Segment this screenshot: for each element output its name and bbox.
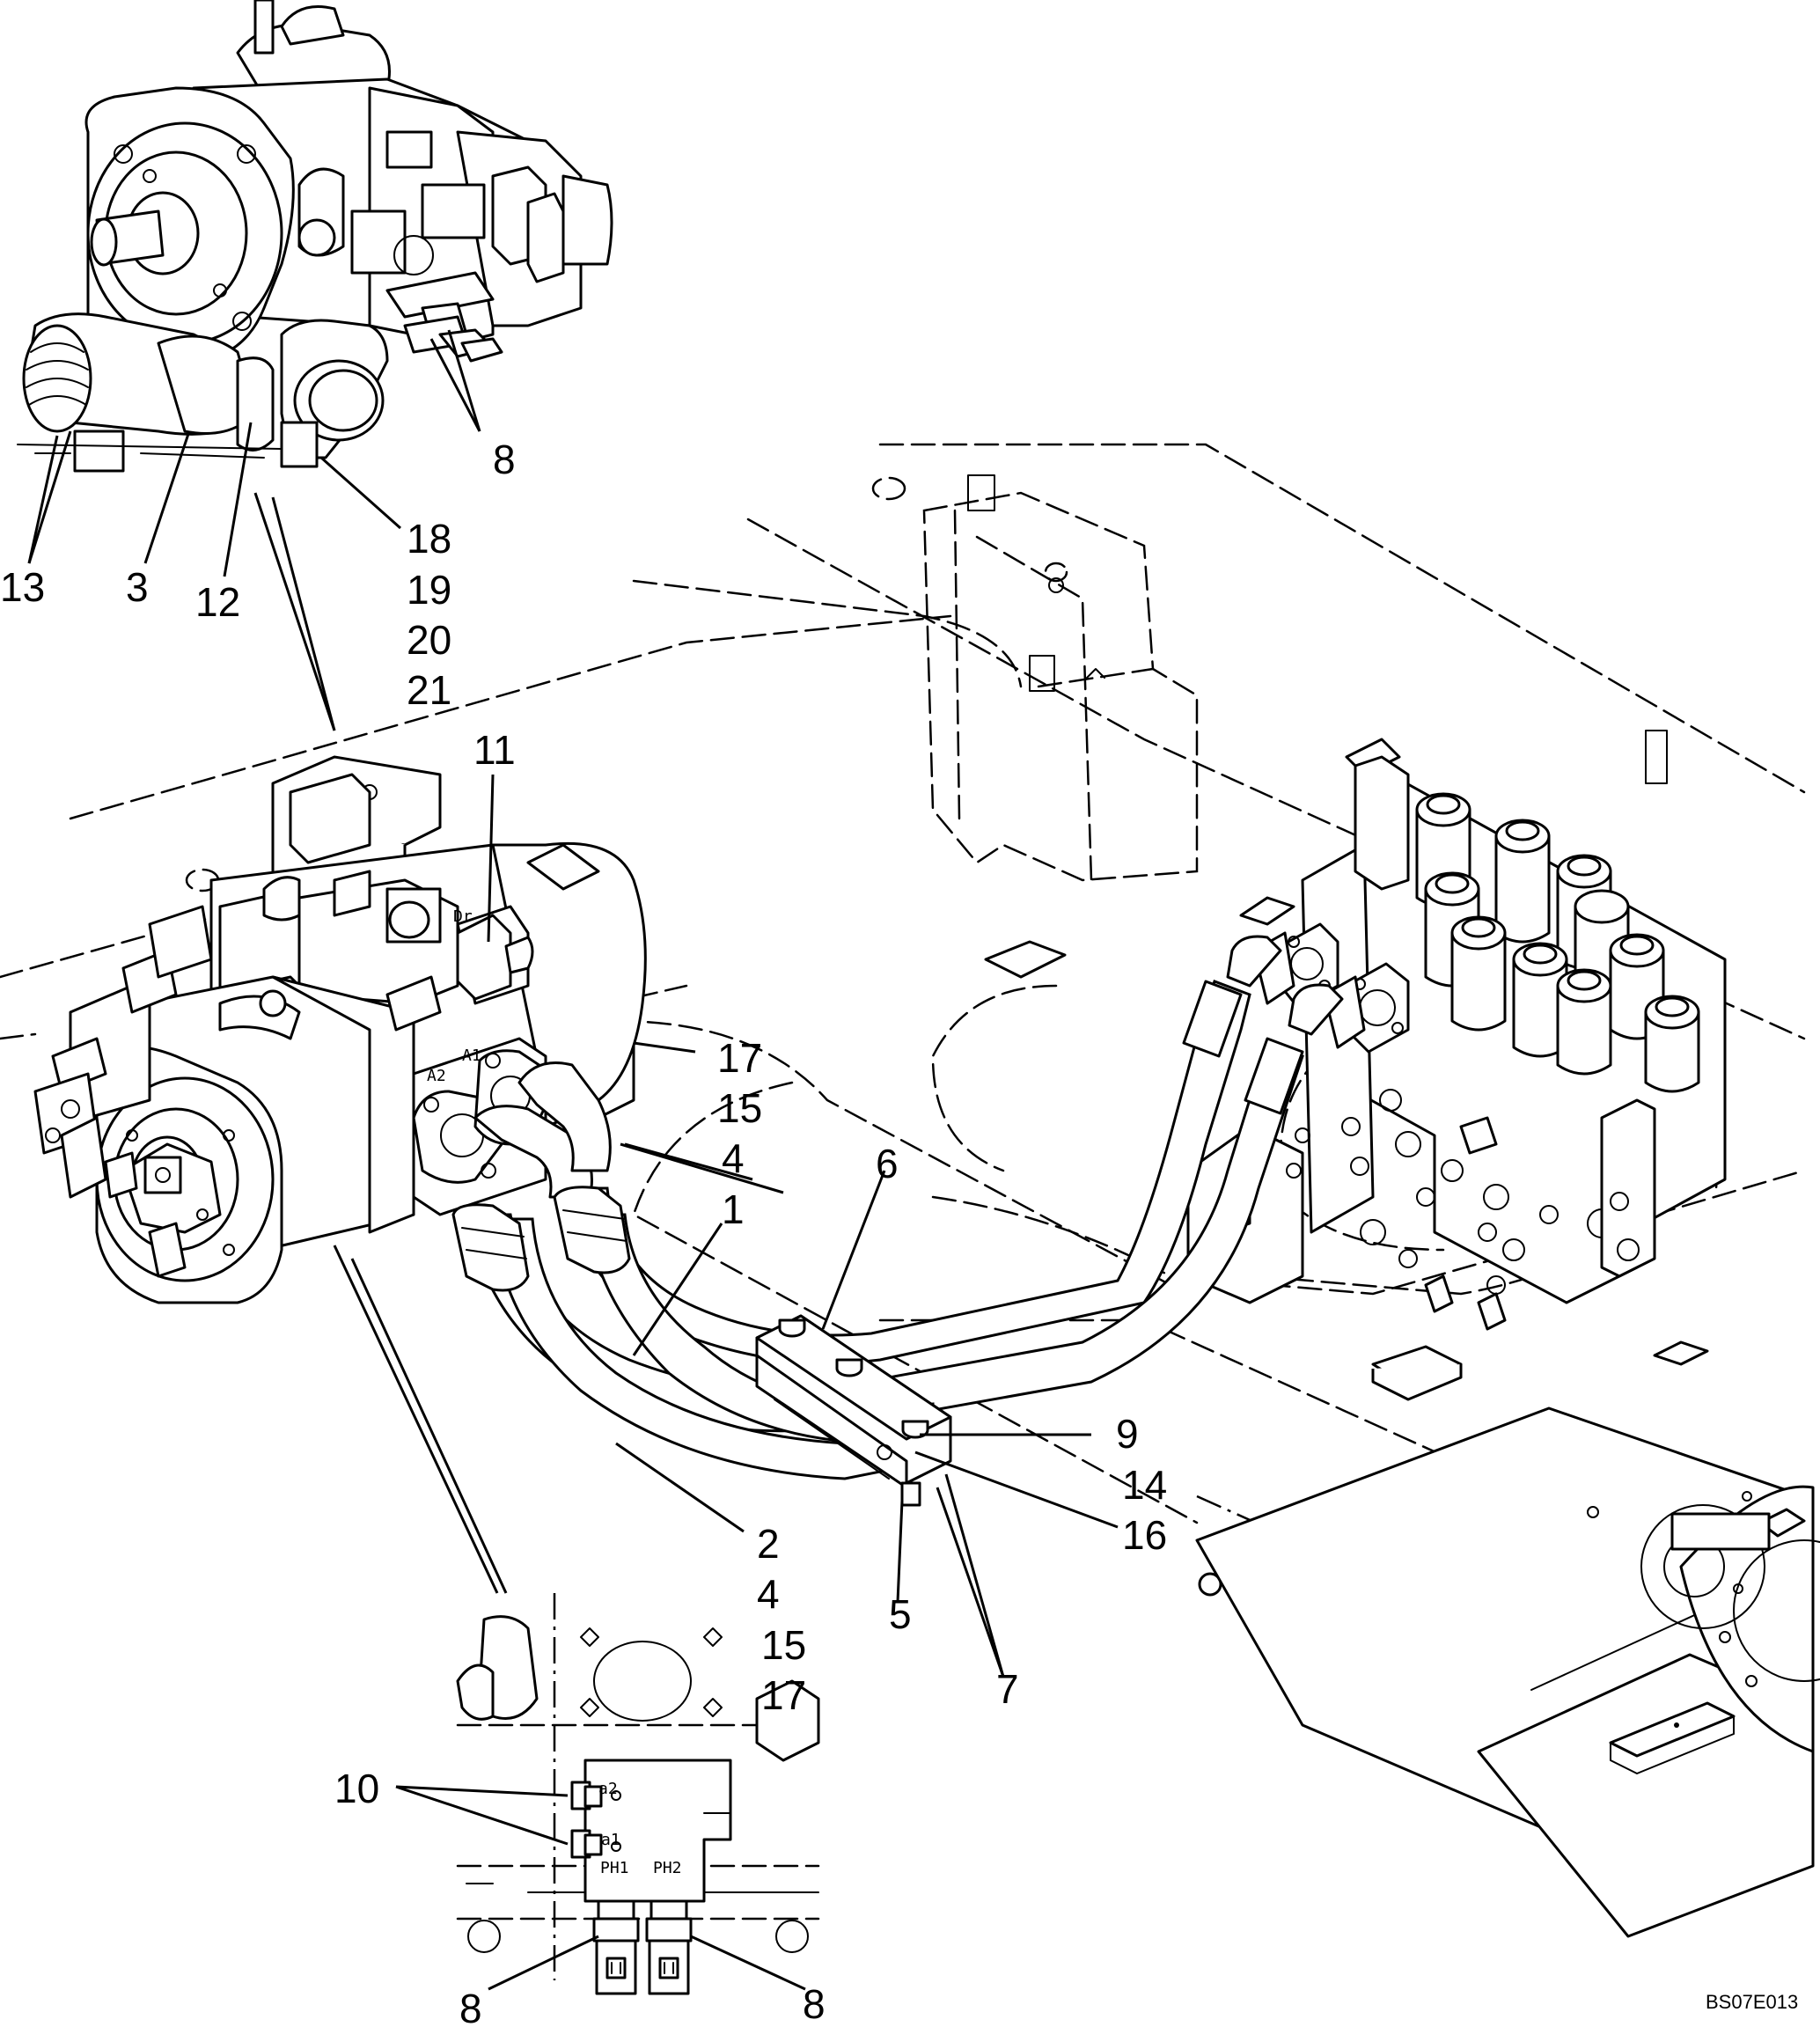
valve-face-ports [1286,1089,1620,1295]
callout-3: 3 [126,564,149,610]
callout-21: 21 [407,667,451,713]
spool-caps [1415,792,1700,1093]
callout-17-mid: 17 [717,1035,762,1081]
inset-port-detail [456,1593,820,1995]
port-label-dr: Dr [453,907,473,926]
callout-20: 20 [407,617,451,663]
callout-4-low: 4 [757,1571,780,1617]
pump-outlet-tubes [451,1061,631,1292]
callout-4-mid: 4 [722,1135,745,1181]
callout-7: 7 [996,1666,1019,1712]
callout-8-right: 8 [803,1981,826,2027]
control-valve [1186,738,1727,1331]
callout-15-low: 15 [761,1622,806,1668]
callout-14: 14 [1122,1462,1167,1508]
drawing-reference-code: BS07E013 [1706,1991,1798,2013]
hose-ferrules-valve [1182,935,1344,1115]
callout-9: 9 [1116,1411,1139,1457]
leader-lines [27,329,1119,1991]
callout-10: 10 [334,1766,379,1811]
main-pump-assembly [33,755,647,1304]
callout-6: 6 [876,1141,899,1186]
callout-2: 2 [757,1521,780,1567]
callout-16: 16 [1122,1512,1167,1558]
port-label-ph2: PH2 [653,1859,682,1877]
frame-bracket-center [922,474,1668,882]
port-label-a2-small: a2 [598,1780,618,1798]
callout-8-top: 8 [493,437,516,482]
callout-numbers: 13 3 12 8 18 19 20 21 11 17 15 4 6 1 9 1… [0,437,1167,2027]
callout-11: 11 [473,727,516,773]
callout-15-mid: 15 [717,1085,762,1131]
hose-clamp [755,1314,952,1507]
callout-12: 12 [195,579,240,625]
callout-13: 13 [0,564,45,610]
callout-18: 18 [407,516,451,562]
port-label-ph1: PH1 [600,1859,629,1877]
inset-pump-detail [17,0,613,473]
port-label-a1: A1 [462,1047,481,1065]
callout-5: 5 [889,1591,912,1637]
port-label-a2: A2 [427,1067,446,1085]
frame-bottom-right [1195,1406,1820,1938]
port-label-a1-small: a1 [601,1831,620,1849]
callout-8-left: 8 [459,1986,482,2027]
callout-17-low: 17 [761,1672,806,1718]
callout-1: 1 [722,1186,745,1232]
port-labels: Dr A1 A2 a2 a1 PH1 PH2 [427,907,682,1877]
callout-19: 19 [407,567,451,613]
